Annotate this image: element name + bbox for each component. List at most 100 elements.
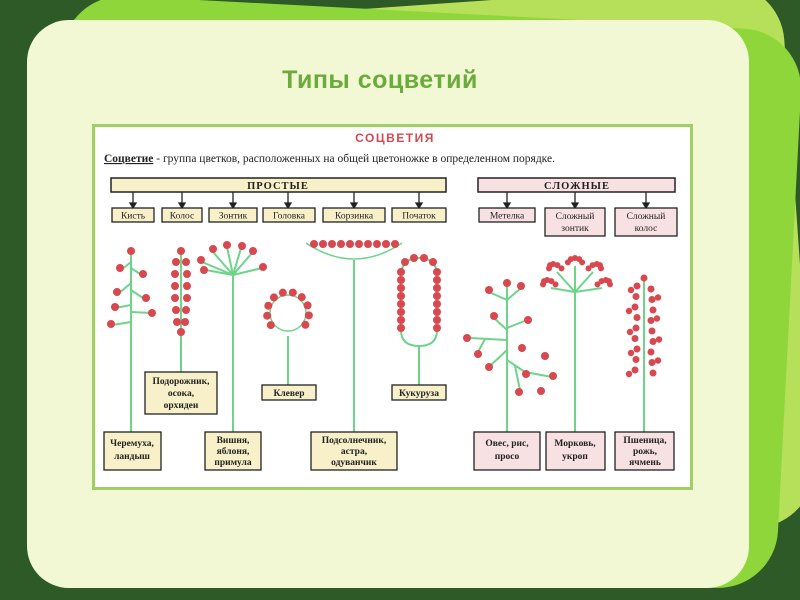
compound-umbel-flower: [558, 265, 565, 272]
type-box-panicle: [478, 207, 536, 223]
compound-umbel-drawing: [540, 255, 613, 432]
spadix-flower: [401, 258, 409, 266]
compound-spike-flower: [631, 366, 639, 374]
spadix-flower: [429, 258, 437, 266]
example-box-head: [261, 384, 317, 401]
type-label-compound-umbel-1: Сложный: [556, 211, 595, 222]
compound-spike-flower: [632, 356, 640, 363]
spike-drawing: [171, 247, 191, 372]
example-umbel-line3: примула: [214, 458, 252, 468]
compound-spike-drawing: [625, 274, 663, 432]
compound-spike-flower: [627, 349, 635, 357]
example-cspike-line3: ячмень: [629, 458, 661, 468]
spadix-flower: [397, 284, 405, 292]
compound-umbel-flower: [552, 281, 559, 288]
compound-spike-flower: [654, 294, 662, 301]
type-label-basket: Корзинка: [335, 212, 374, 222]
simple-group-bar: [110, 177, 447, 193]
example-box-compound-spike: [614, 431, 675, 471]
head-flower: [297, 293, 306, 302]
spadix-flower: [397, 324, 405, 332]
head-flower: [264, 301, 273, 310]
simple-group-label: ПРОСТЫЕ: [247, 181, 309, 192]
head-drawing: [263, 288, 313, 385]
type-box-raceme: [111, 207, 155, 223]
spadix-flower: [433, 316, 441, 324]
example-box-compound-umbel: [545, 431, 606, 471]
example-spadix-line1: Кукуруза: [399, 389, 439, 399]
compound-spike-flower: [653, 315, 661, 322]
example-umbel-line2: яблоня,: [217, 446, 250, 457]
type-box-spadix: [391, 207, 447, 223]
type-label-spike: Колос: [170, 212, 194, 222]
compound-spike-flower: [632, 293, 640, 300]
spadix-flower: [433, 292, 441, 300]
basket-drawing: [305, 240, 403, 432]
compound-spike-flower: [631, 303, 639, 311]
spadix-flower: [420, 254, 428, 262]
type-box-compound-spike: [614, 207, 678, 237]
compound-spike-flower: [649, 338, 657, 345]
example-head-line1: Клевер: [273, 389, 304, 399]
type-box-basket: [322, 207, 386, 223]
compound-spike-flower: [655, 336, 663, 343]
compound-spike-flower: [654, 357, 662, 364]
compound-spike-flower: [633, 345, 641, 353]
example-cumbel-line1: Морковь,: [554, 439, 596, 449]
example-spike-line3: орхидеи: [164, 401, 199, 411]
compound-spike-flower: [647, 285, 655, 293]
compound-umbel-flower: [546, 265, 553, 272]
spadix-flower: [397, 308, 405, 316]
compound-umbel-flower: [540, 281, 547, 288]
type-label-compound-spike-2: колос: [635, 224, 658, 234]
type-box-spike: [161, 207, 203, 223]
definition-line: Соцветие - группа цветков, расположенных…: [104, 153, 555, 165]
compound-umbel-flower: [594, 281, 601, 288]
head-flower: [278, 288, 287, 297]
example-umbel-line1: Вишня,: [217, 436, 250, 446]
type-box-compound-umbel: [544, 207, 606, 237]
example-raceme-line1: Черемуха,: [110, 439, 154, 449]
spadix-flower: [433, 300, 441, 308]
compound-spike-flower: [649, 306, 657, 314]
complex-group-bar: [477, 177, 676, 193]
compound-umbel-flower: [598, 278, 605, 285]
example-basket-line1: Подсолнечник,: [322, 436, 387, 446]
spadix-flower: [433, 276, 441, 284]
type-label-spadix: Початок: [402, 212, 436, 222]
spadix-flower: [397, 276, 405, 284]
panicle-drawing: [463, 279, 557, 432]
compound-spike-flower: [640, 274, 648, 282]
compound-spike-flower: [631, 335, 639, 342]
spadix-flower: [433, 324, 441, 332]
compound-umbel-flower: [589, 262, 596, 269]
spadix-flower: [397, 300, 405, 308]
example-box-basket: [310, 431, 398, 471]
type-box-head: [262, 207, 316, 223]
umbel-drawing: [197, 241, 267, 432]
example-spike-line1: Подорожник,: [153, 377, 211, 387]
type-label-head: Головка: [273, 212, 306, 222]
compound-spike-flower: [627, 286, 635, 294]
compound-umbel-flower: [564, 259, 571, 266]
example-cspike-line2: рожь,: [633, 447, 658, 457]
example-cspike-line1: Пшеница,: [623, 436, 667, 446]
head-flower: [288, 288, 297, 297]
compound-spike-flower: [647, 348, 655, 356]
spadix-flower: [433, 308, 441, 316]
head-flower: [301, 320, 310, 329]
type-label-compound-spike-1: Сложный: [627, 211, 666, 222]
compound-spike-flower: [648, 359, 656, 366]
example-raceme-line2: ландыш: [114, 452, 150, 462]
spadix-flower: [397, 268, 405, 276]
head-flower: [304, 311, 313, 320]
spadix-flower: [397, 292, 405, 300]
example-cumbel-line2: укроп: [562, 452, 588, 462]
compound-spike-flower: [633, 282, 641, 290]
example-panicle-line2: просо: [495, 452, 520, 462]
type-label-umbel: Зонтик: [219, 212, 248, 222]
raceme-drawing: [107, 247, 156, 432]
head-flower: [266, 321, 275, 330]
example-panicle-line1: Овес, рис,: [485, 439, 529, 449]
